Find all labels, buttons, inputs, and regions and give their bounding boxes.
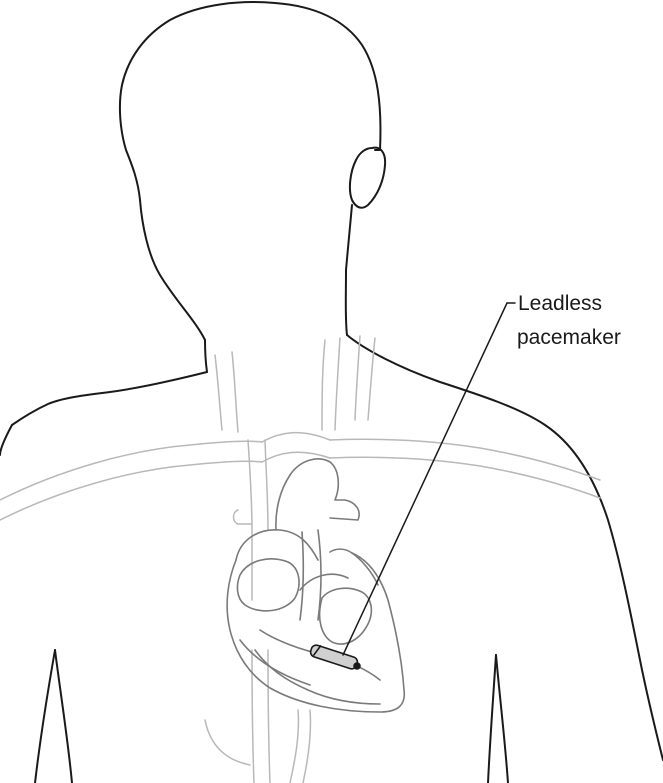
head-outline — [120, 2, 385, 372]
vessels — [0, 336, 600, 783]
callout-leader-line — [343, 303, 515, 655]
callout-label-line-1: Leadless — [518, 293, 602, 314]
leadless-pacemaker-device — [309, 644, 360, 670]
torso-outline — [0, 335, 663, 783]
callout-label-line-2: pacemaker — [517, 327, 621, 348]
heart — [227, 459, 404, 712]
